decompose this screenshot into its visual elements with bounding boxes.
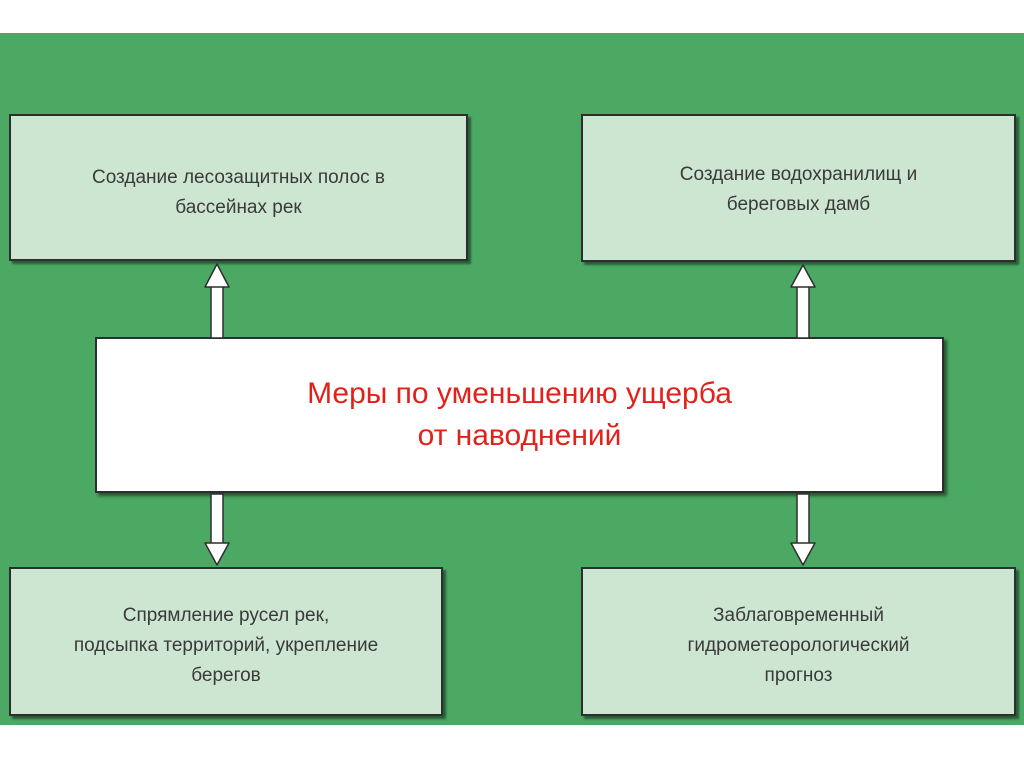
- box-forecast-line-3: прогноз: [764, 665, 833, 686]
- box-riverbed-line-3: берегов: [191, 665, 261, 686]
- arrow-down-right: [790, 493, 816, 566]
- box-forecast-line-2: гидрометеорологический: [687, 635, 910, 656]
- box-forecast-line-1: Заблаговременный: [713, 605, 884, 626]
- box-riverbed-line-2: подсыпка территорий, укрепление: [73, 635, 379, 656]
- box-forest-belts-line-2: бассейнах рек: [175, 197, 302, 218]
- arrow-up-right: [790, 264, 816, 339]
- box-forest-belts: Создание лесозащитных полос в бассейнах …: [9, 114, 468, 261]
- box-riverbed-straightening: Спрямление русел рек, подсыпка территори…: [9, 567, 443, 716]
- box-reservoirs-dams-line-1: Создание водохранилищ и: [679, 164, 918, 185]
- central-topic-line-2: от наводнений: [417, 419, 622, 452]
- box-reservoirs-dams: Создание водохранилищ и береговых дамб: [581, 114, 1016, 262]
- arrow-up-left: [204, 263, 230, 339]
- central-topic-line-1: Меры по уменьшению ущерба: [307, 377, 732, 410]
- arrow-down-left: [204, 493, 230, 566]
- box-reservoirs-dams-line-2: береговых дамб: [726, 194, 871, 215]
- box-forest-belts-line-1: Создание лесозащитных полос в: [91, 167, 386, 188]
- central-topic-box: Меры по уменьшению ущерба от наводнений: [95, 337, 944, 493]
- box-riverbed-line-1: Спрямление русел рек,: [122, 605, 330, 626]
- box-hydromet-forecast: Заблаговременный гидрометеорологический …: [581, 567, 1016, 716]
